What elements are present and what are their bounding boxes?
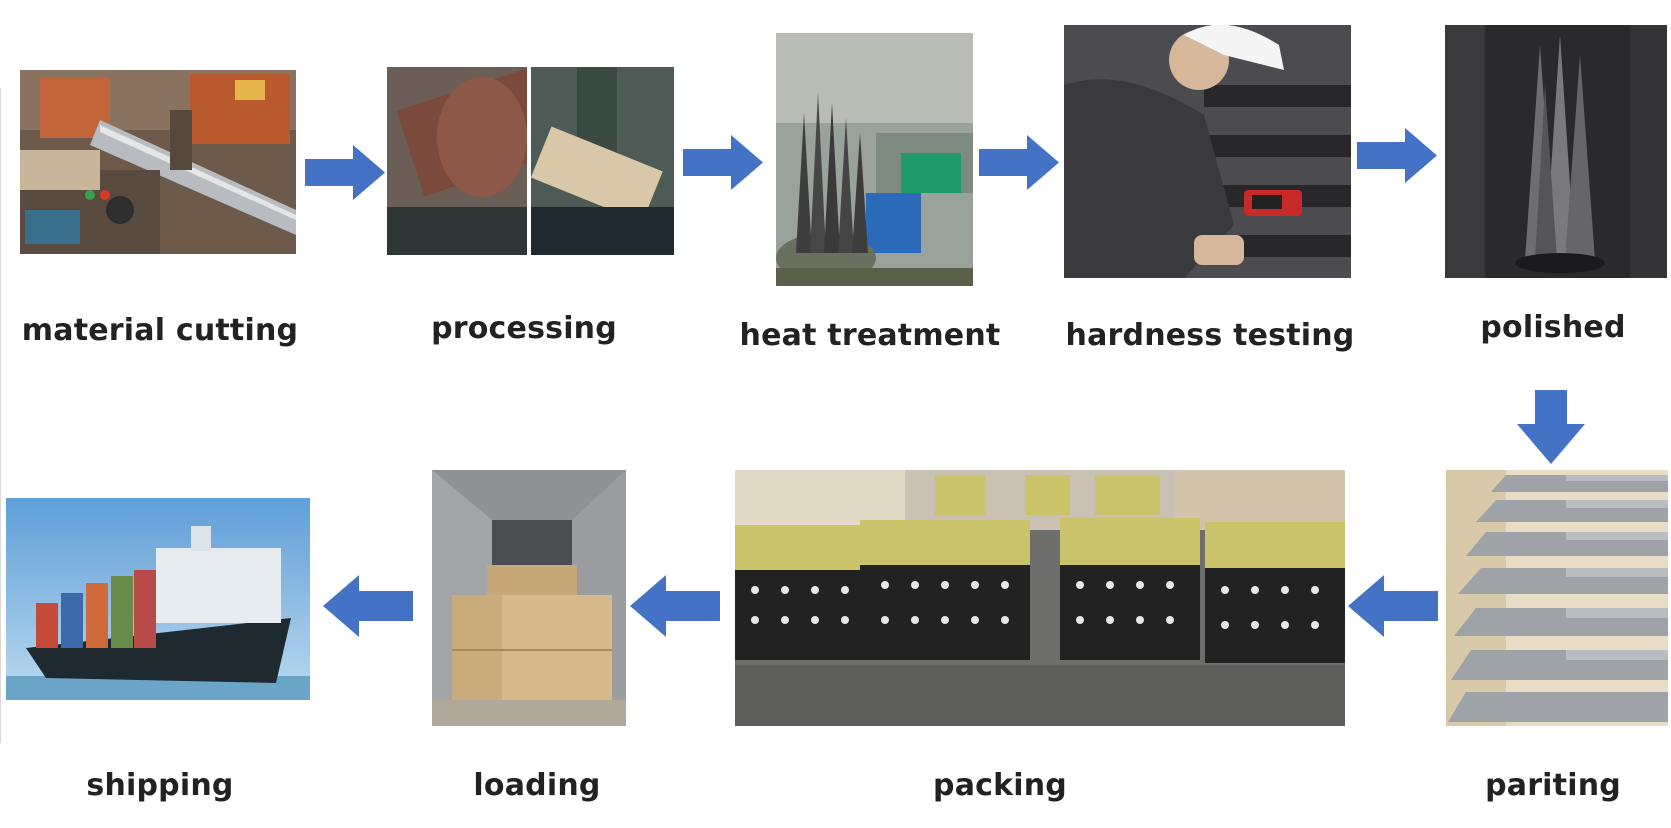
arrow-right-icon — [1357, 128, 1437, 183]
processing-photo — [387, 67, 674, 255]
step-label-pariting: pariting — [1485, 768, 1621, 803]
page-edge-divider — [0, 88, 1, 743]
step-label-processing: processing — [431, 311, 617, 346]
material-cutting-photo — [20, 70, 296, 254]
step-label-polished: polished — [1480, 310, 1626, 345]
step-label-loading: loading — [473, 768, 601, 803]
arrow-left-icon — [323, 575, 413, 637]
heat-treatment-photo — [776, 33, 973, 286]
arrow-right-icon — [683, 135, 763, 190]
arrow-down-icon — [1517, 390, 1585, 464]
arrow-right-icon — [979, 135, 1059, 190]
polished-photo — [1445, 25, 1667, 278]
step-label-packing: packing — [933, 768, 1067, 803]
step-label-shipping: shipping — [86, 768, 234, 803]
packing-photo — [735, 470, 1345, 726]
arrow-right-icon — [305, 145, 385, 200]
loading-photo — [432, 470, 626, 726]
step-label-hardness-testing: hardness testing — [1065, 318, 1355, 353]
step-label-material-cutting: material cutting — [21, 313, 299, 348]
shipping-photo — [6, 498, 310, 700]
arrow-left-icon — [1348, 575, 1438, 637]
arrow-left-icon — [630, 575, 720, 637]
hardness-testing-photo — [1064, 25, 1351, 278]
step-label-heat-treatment: heat treatment — [739, 318, 1001, 353]
pariting-photo — [1446, 470, 1668, 726]
